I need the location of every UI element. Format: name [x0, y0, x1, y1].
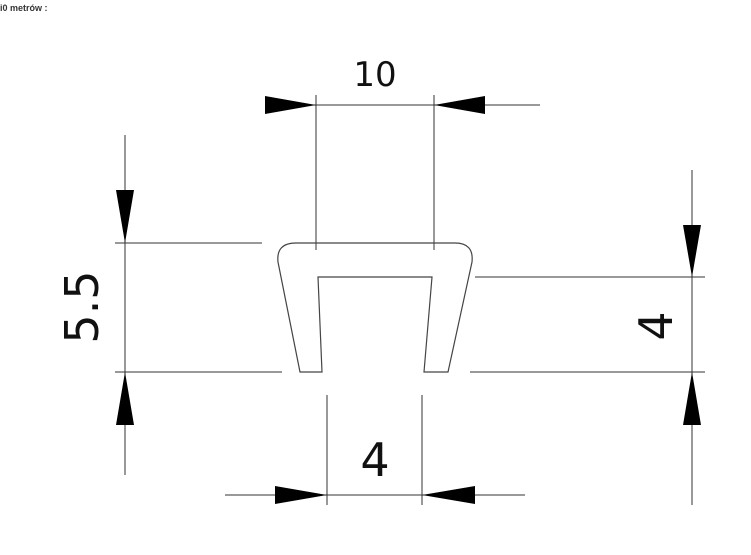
top-width-label: 10 — [353, 55, 396, 95]
right-height-label: 4 — [629, 311, 683, 340]
arrow-right-icon — [265, 96, 316, 114]
arrow-down-icon — [683, 225, 701, 277]
arrow-left-icon — [422, 486, 475, 504]
left-height-label: 5.5 — [55, 270, 109, 343]
top-dimension — [265, 95, 540, 250]
arrow-up-icon — [683, 372, 701, 425]
bottom-width-label: 4 — [360, 433, 389, 487]
arrow-right-icon — [275, 486, 327, 504]
arrow-down-icon — [116, 190, 134, 243]
arrow-left-icon — [434, 96, 485, 114]
left-dimension — [115, 135, 282, 475]
caption-text: i0 metrów : — [0, 3, 48, 13]
u-profile-outline — [277, 242, 473, 373]
arrow-up-icon — [116, 372, 134, 425]
